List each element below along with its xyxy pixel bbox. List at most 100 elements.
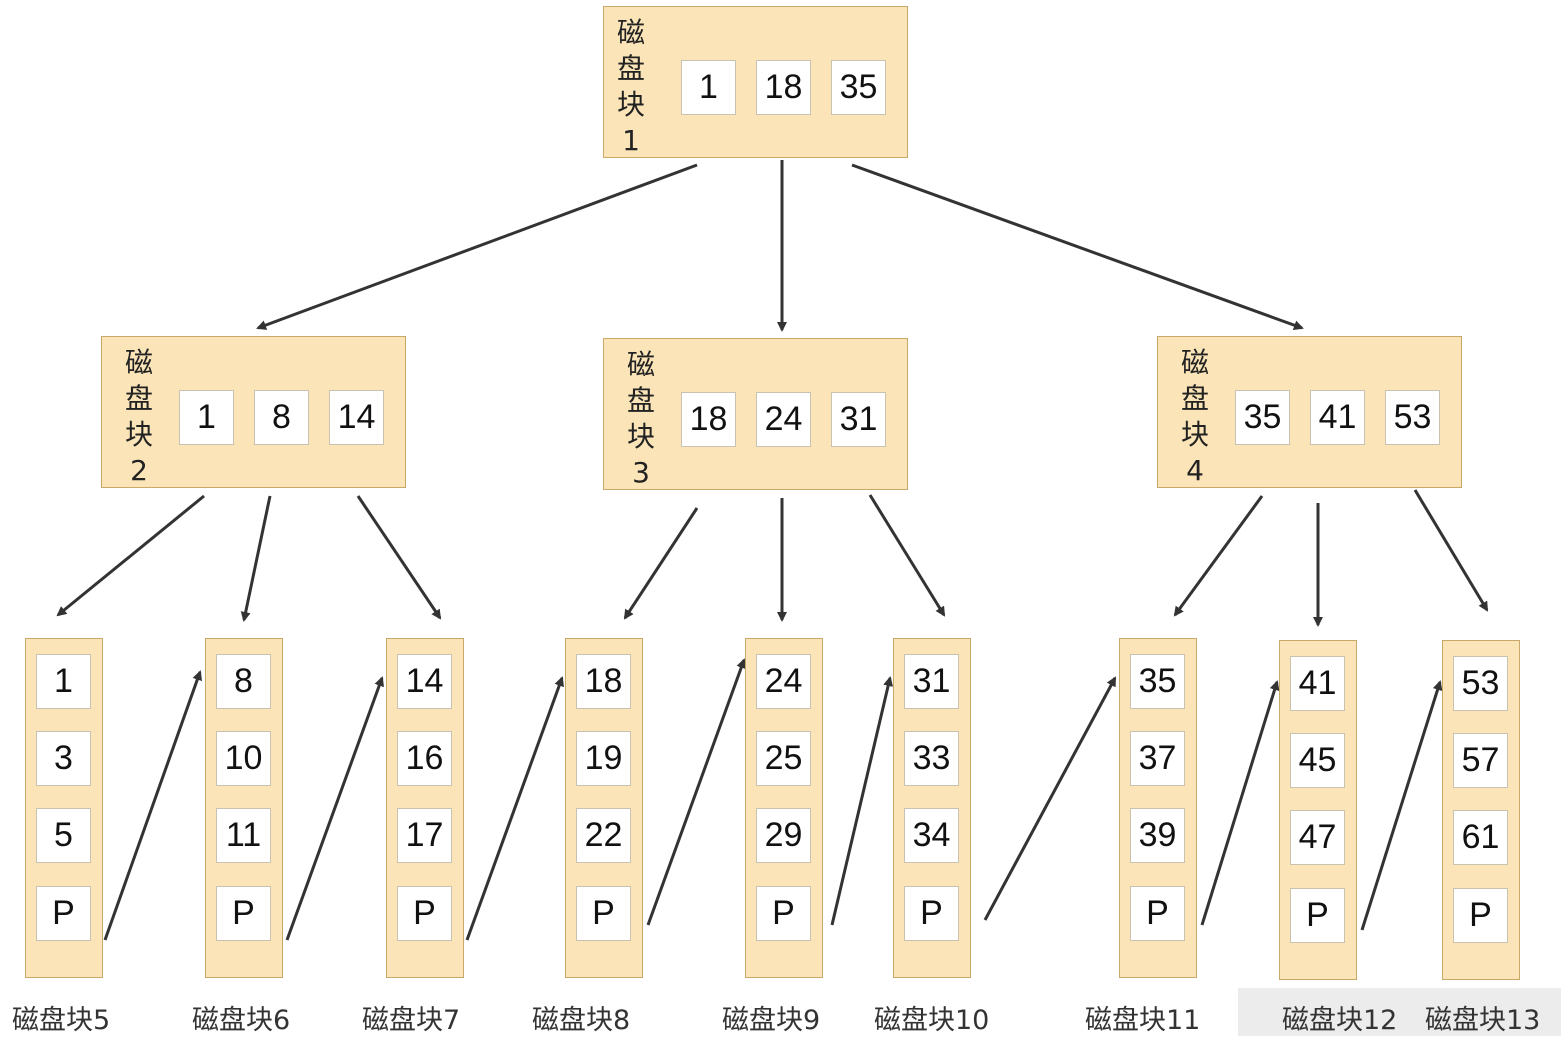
leaf-node: 14 16 17 P [386, 638, 464, 978]
leaf-key: 25 [756, 731, 811, 786]
leaf-pointer: P [36, 886, 91, 941]
internal-label-char: 3 [632, 456, 650, 489]
leaf-link-edge [285, 676, 384, 941]
internal-label-char: 磁 [124, 346, 153, 379]
leaf-key: 41 [1290, 656, 1345, 711]
leaf-node: 31 33 34 P [893, 638, 971, 978]
leaf-key: 31 [904, 654, 959, 709]
leaf-key: 19 [576, 731, 631, 786]
internal-key: 31 [831, 392, 886, 447]
internal-node: 磁 盘 块 4 35 41 53 [1157, 336, 1462, 488]
leaf-key: 10 [216, 731, 271, 786]
leaf-key: 5 [36, 808, 91, 863]
leaf-key: 45 [1290, 733, 1345, 788]
leaf-link-edge [1360, 680, 1443, 931]
leaf-key: 61 [1453, 810, 1508, 865]
internal-node-label: 磁 盘 块 2 [124, 345, 154, 489]
leaf-key: 1 [36, 654, 91, 709]
leaf-node: 18 19 22 P [565, 638, 643, 978]
tree-edge [256, 163, 698, 330]
leaf-pointer: P [1290, 888, 1345, 943]
internal-label-char: 块 [1180, 418, 1209, 451]
leaf-pointer: P [1130, 886, 1185, 941]
root-label-char: 块 [616, 88, 645, 121]
internal-key: 1 [179, 390, 234, 445]
internal-key: 53 [1385, 390, 1440, 445]
leaf-caption: 磁盘块7 [362, 1005, 461, 1036]
leaf-pointer: P [904, 886, 959, 941]
tree-edge [851, 163, 1304, 330]
leaf-caption: 磁盘块10 [874, 1005, 990, 1036]
leaf-key: 16 [397, 731, 452, 786]
leaf-key: 8 [216, 654, 271, 709]
root-label-char: 盘 [616, 52, 645, 85]
internal-node-label: 磁 盘 块 3 [626, 347, 656, 491]
leaf-link-edge [646, 658, 746, 926]
leaf-key: 17 [397, 808, 452, 863]
leaf-node: 8 10 11 P [205, 638, 283, 978]
leaf-key: 29 [756, 808, 811, 863]
internal-key: 8 [254, 390, 309, 445]
leaf-node: 41 45 47 P [1279, 640, 1357, 980]
leaf-key: 35 [1130, 654, 1185, 709]
leaf-pointer: P [576, 886, 631, 941]
leaf-key: 24 [756, 654, 811, 709]
internal-label-char: 4 [1186, 454, 1204, 487]
root-key: 1 [681, 60, 736, 115]
leaf-pointer: P [756, 886, 811, 941]
internal-label-char: 块 [626, 420, 655, 453]
leaf-link-edge [830, 676, 894, 926]
leaf-key: 3 [36, 731, 91, 786]
internal-node-label: 磁 盘 块 4 [1180, 345, 1210, 489]
internal-label-char: 磁 [626, 348, 655, 381]
leaf-key: 39 [1130, 808, 1185, 863]
internal-key: 41 [1310, 390, 1365, 445]
leaf-caption: 磁盘块6 [192, 1005, 291, 1036]
internal-label-char: 2 [130, 454, 148, 487]
internal-node: 磁 盘 块 3 18 24 31 [603, 338, 908, 490]
leaf-node: 1 3 5 P [25, 638, 103, 978]
leaf-key: 37 [1130, 731, 1185, 786]
tree-edge [56, 494, 205, 617]
internal-label-char: 磁 [1180, 346, 1209, 379]
internal-label-char: 盘 [1180, 382, 1209, 415]
leaf-link-edge [103, 670, 203, 941]
tree-edge [356, 495, 442, 620]
leaf-key: 34 [904, 808, 959, 863]
leaf-key: 47 [1290, 810, 1345, 865]
internal-label-char: 块 [124, 418, 153, 451]
leaf-caption: 磁盘块13 [1425, 1005, 1541, 1036]
root-label-char: 1 [622, 124, 640, 157]
leaf-node: 53 57 61 P [1442, 640, 1520, 980]
leaf-caption: 磁盘块12 [1282, 1005, 1398, 1036]
tree-edge [1413, 489, 1489, 612]
internal-key: 14 [329, 390, 384, 445]
tree-edge [623, 507, 699, 620]
leaf-key: 33 [904, 731, 959, 786]
tree-edge [1173, 495, 1264, 617]
leaf-caption: 磁盘块9 [722, 1005, 821, 1036]
leaf-caption: 磁盘块8 [532, 1005, 631, 1036]
leaf-node: 35 37 39 P [1119, 638, 1197, 978]
leaf-key: 53 [1453, 656, 1508, 711]
internal-key: 24 [756, 392, 811, 447]
leaf-caption: 磁盘块11 [1085, 1005, 1201, 1036]
leaf-caption: 磁盘块5 [12, 1005, 111, 1036]
leaf-key: 18 [576, 654, 631, 709]
root-key: 18 [756, 60, 811, 115]
caption-strip [1238, 988, 1561, 1036]
leaf-node: 24 25 29 P [745, 638, 823, 978]
leaf-key: 57 [1453, 733, 1508, 788]
leaf-link-edge [1200, 680, 1280, 926]
root-node-label: 磁 盘 块 1 [616, 15, 646, 159]
internal-node: 磁 盘 块 2 1 8 14 [101, 336, 406, 488]
tree-edge [868, 494, 946, 617]
leaf-pointer: P [216, 886, 271, 941]
internal-label-char: 盘 [124, 382, 153, 415]
leaf-key: 22 [576, 808, 631, 863]
leaf-key: 14 [397, 654, 452, 709]
tree-edge [240, 495, 272, 622]
internal-key: 18 [681, 392, 736, 447]
leaf-pointer: P [397, 886, 452, 941]
